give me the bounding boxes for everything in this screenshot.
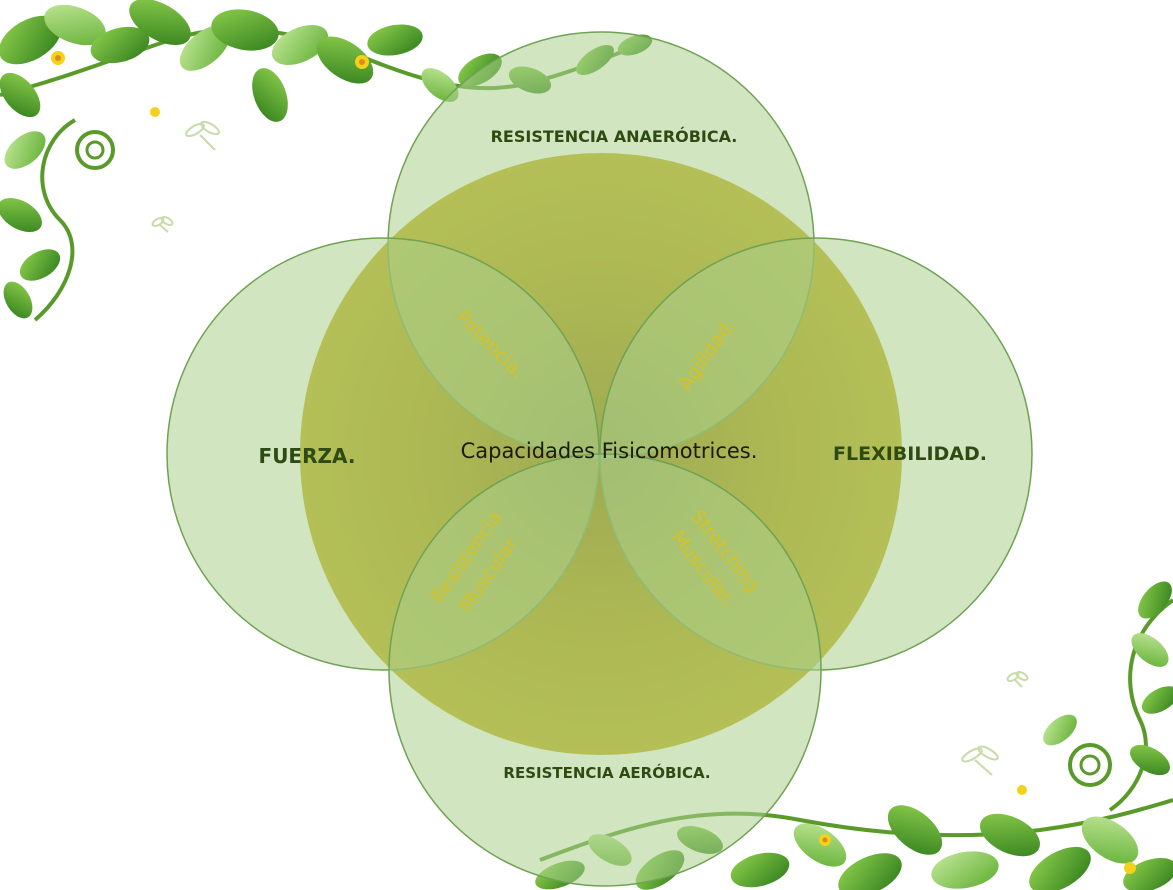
dragonfly-icon-bottom [961,671,1029,776]
outer-circles [166,31,1033,887]
label-fuerza: FUERZA. [259,444,356,468]
label-capacidades-fisicomotrices: Capacidades Fisicomotrices. [461,439,758,463]
flower-icon [51,51,369,117]
flower-icon-bottom [819,785,1136,874]
outer-circle-bottom [388,453,822,887]
label-flexibilidad: FLEXIBILIDAD. [833,443,987,465]
label-resistencia-aerobica: RESISTENCIA AERÓBICA. [503,763,710,782]
label-resistencia-anaerobica: RESISTENCIA ANAERÓBICA. [491,127,738,146]
dragonfly-icon [151,120,220,233]
